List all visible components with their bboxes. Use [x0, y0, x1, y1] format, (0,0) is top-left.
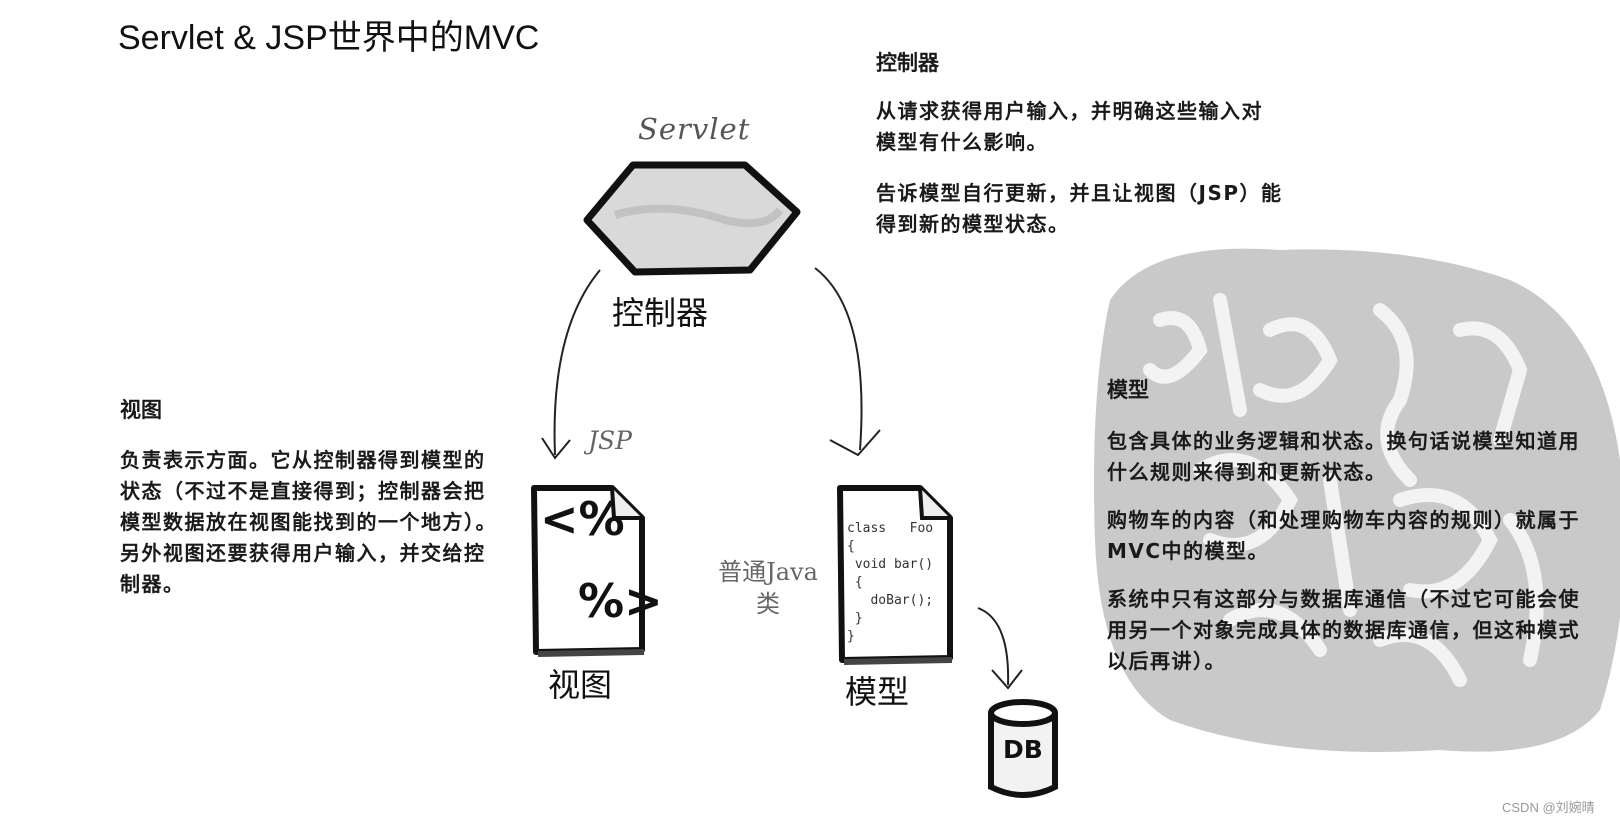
- pojo-caption: 普通Java类: [718, 558, 818, 618]
- java-class-document-icon: [837, 485, 953, 665]
- controller-desc-1: 从请求获得用户输入，并明确这些输入对模型有什么影响。: [876, 99, 1263, 154]
- model-label: 模型: [845, 673, 910, 711]
- view-desc: 负责表示方面。它从控制器得到模型的状态（不过不是直接得到；控制器会把模型数据放在…: [120, 448, 497, 596]
- arrow-controller-to-view: [541, 269, 601, 460]
- servlet-hexagon-icon: [583, 161, 801, 276]
- arrow-controller-to-model: [814, 267, 881, 457]
- model-desc-3: 系统中只有这部分与数据库通信（不过它可能会使用另一个对象完成具体的数据库通信，但…: [1107, 587, 1580, 673]
- model-desc-2: 购物车的内容（和处理购物车内容的规则）就属于MVC中的模型。: [1107, 508, 1580, 563]
- view-heading: 视图: [120, 398, 162, 422]
- page-title: Servlet & JSP世界中的MVC: [118, 19, 540, 57]
- java-code-snippet: class Foo { void bar() { doBar(); } }: [847, 521, 934, 644]
- controller-label: 控制器: [612, 294, 709, 332]
- model-heading: 模型: [1107, 378, 1149, 402]
- arrow-model-to-db: [977, 607, 1023, 690]
- servlet-caption: Servlet: [638, 112, 751, 146]
- database-label: DB: [1003, 735, 1043, 764]
- view-label: 视图: [548, 666, 613, 704]
- csdn-watermark: CSDN @刘婉晴: [1502, 800, 1595, 815]
- model-description: 包含具体的业务逻辑和状态。换句话说模型知道用什么规则来得到和更新状态。 购物车的…: [1107, 426, 1587, 694]
- jsp-close-tag: %>: [578, 574, 663, 628]
- controller-desc-2: 告诉模型自行更新，并且让视图（JSP）能得到新的模型状态。: [876, 181, 1283, 236]
- controller-heading: 控制器: [876, 51, 939, 75]
- jsp-caption: JSP: [588, 426, 632, 455]
- seal-stamp-image: [1094, 248, 1620, 752]
- jsp-document-icon: [531, 485, 645, 657]
- model-desc-1: 包含具体的业务逻辑和状态。换句话说模型知道用什么规则来得到和更新状态。: [1107, 429, 1580, 484]
- jsp-open-tag: <%: [540, 492, 625, 546]
- database-icon: [988, 699, 1058, 798]
